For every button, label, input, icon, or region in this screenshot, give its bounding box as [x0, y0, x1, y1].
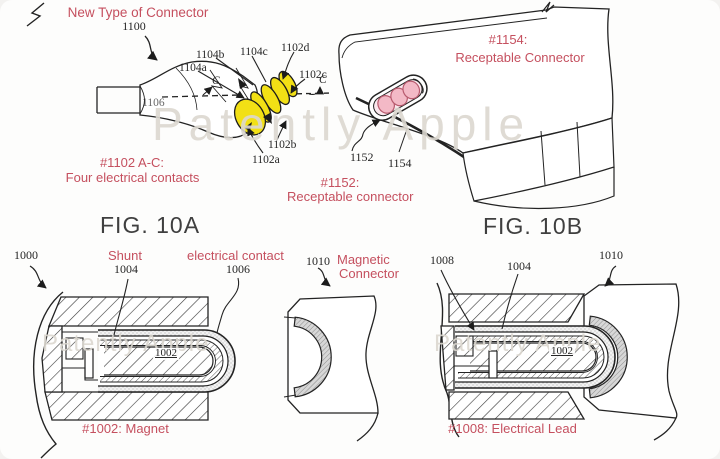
watermark-fig10a: Patently Apple: [42, 330, 210, 357]
watermark-fig10b: Patently Apple: [434, 330, 602, 357]
ref-1010-b: 1010: [599, 248, 623, 262]
electrical-lead-caption: #1008: Electrical Lead: [448, 421, 577, 436]
ref-1102d: 1102d: [281, 42, 310, 54]
ref-1006: 1006: [226, 262, 250, 276]
ref-1100: 1100: [122, 19, 146, 33]
ref-1004-a: 1004: [114, 262, 138, 276]
connector-caption-line2: Four electrical contacts: [65, 170, 200, 185]
fig-10b-label: FIG. 10B: [483, 213, 584, 239]
ref-1002-b: 1002: [549, 345, 575, 358]
ref-1102a: 1102a: [252, 154, 280, 166]
magnetic-label-line1: Magnetic: [337, 252, 390, 267]
ref-1104c: 1104c: [240, 46, 268, 58]
section-mark-c-left: C: [212, 75, 220, 87]
section-mark-c-right: C: [319, 74, 327, 86]
device-caption-top-line1: #1154:: [488, 32, 528, 47]
shunt-label: Shunt: [108, 248, 142, 263]
device-caption-bottom-line1: #1152:: [320, 175, 360, 190]
fig-10a-label: FIG. 10A: [100, 212, 201, 238]
watermark-top: Patently Apple: [152, 98, 531, 150]
ref-1004-b: 1004: [507, 259, 531, 273]
ref-1106: 1106: [142, 97, 165, 109]
electrical-contacts: [233, 70, 298, 136]
device-caption-top-line2: Receptable Connector: [455, 50, 585, 65]
ref-1102c: 1102c: [299, 69, 327, 81]
ref-1000: 1000: [14, 248, 38, 262]
ref-1104a: 1104a: [179, 62, 207, 74]
magnet-caption: #1002: Magnet: [82, 421, 169, 436]
ref-1154: 1154: [388, 156, 412, 170]
ref-1002-a: 1002: [153, 347, 179, 360]
ref-1010-mid: 1010: [306, 254, 330, 268]
electrical-contact-label: electrical contact: [187, 248, 284, 263]
ref-1008: 1008: [430, 253, 454, 267]
magnetic-connector-drawing: [283, 267, 379, 442]
connector-caption-line1: #1102 A-C:: [99, 155, 165, 170]
ref-1104b: 1104b: [196, 49, 225, 61]
ref-1102b: 1102b: [268, 139, 297, 151]
connector-drawing: [26, 2, 332, 154]
device-caption-bottom-line2: Receptable connector: [287, 189, 414, 204]
device-drawing: [338, 1, 615, 210]
connector-title: New Type of Connector: [67, 5, 209, 20]
receptacle-port: [367, 74, 428, 121]
magnetic-label-line2: Connector: [339, 266, 399, 281]
fig10a-drawing: [29, 265, 240, 459]
ref-1152: 1152: [350, 150, 374, 164]
